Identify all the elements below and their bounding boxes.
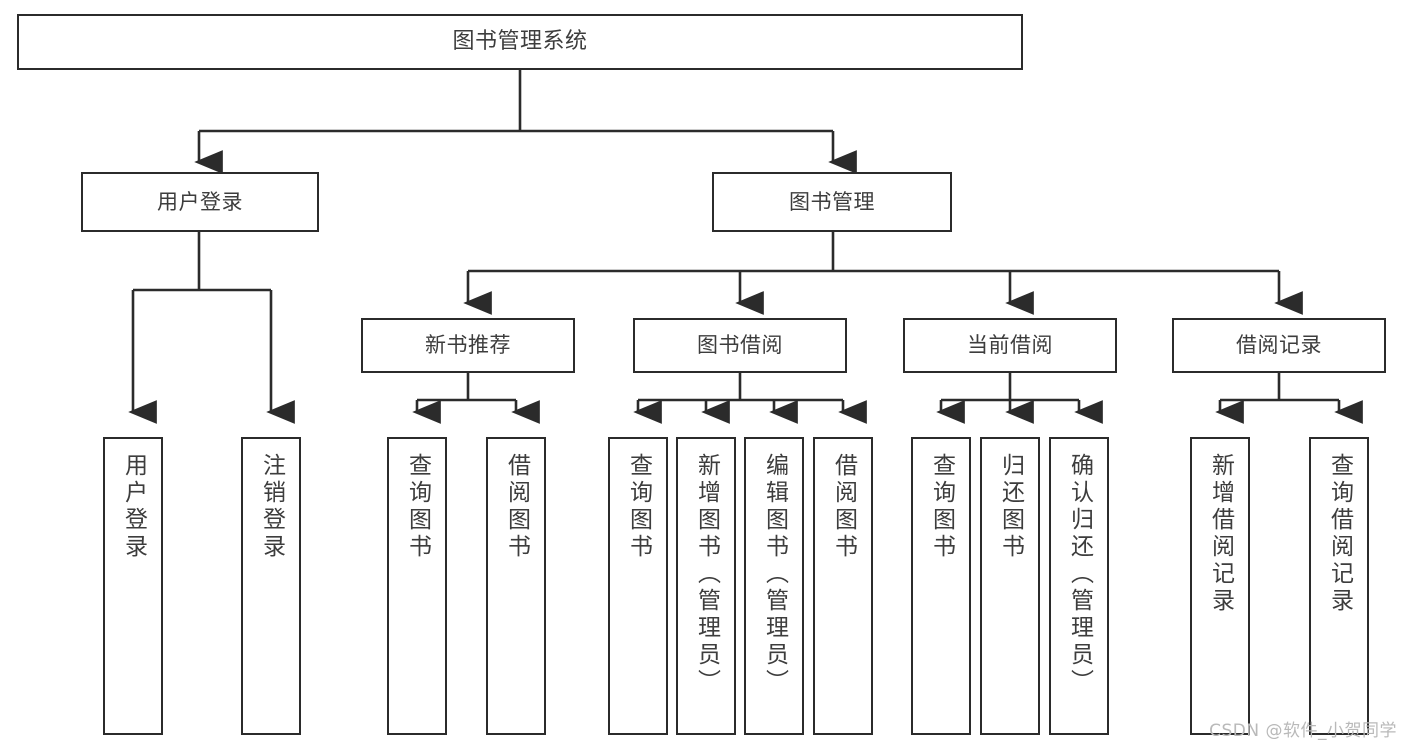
node-label: 新增借阅记录 <box>1207 453 1234 615</box>
node-label: 编辑图书（管理员） <box>761 453 788 696</box>
node-label: 查询图书 <box>404 453 431 561</box>
node-label: 借阅记录 <box>1236 333 1322 358</box>
node-label: 图书借阅 <box>697 333 783 358</box>
node-label: 用户登录 <box>120 453 147 561</box>
node-leaf-logout[interactable]: 注销登录 <box>241 437 301 735</box>
node-label: 确认归还（管理员） <box>1066 453 1093 696</box>
node-book-borrow[interactable]: 图书借阅 <box>633 318 847 373</box>
node-label: 归还图书 <box>997 453 1024 561</box>
node-leaf-add-book[interactable]: 新增图书（管理员） <box>676 437 736 735</box>
csdn-watermark: CSDN @软件_小贺同学 <box>1209 721 1397 741</box>
node-leaf-edit-book[interactable]: 编辑图书（管理员） <box>744 437 804 735</box>
node-user-login[interactable]: 用户登录 <box>81 172 319 232</box>
node-label: 借阅图书 <box>830 453 857 561</box>
node-label: 图书管理 <box>789 189 875 214</box>
node-label: 注销登录 <box>258 453 285 561</box>
node-label: 查询图书 <box>928 453 955 561</box>
node-label: 用户登录 <box>157 189 243 214</box>
node-leaf-query-borrow-record[interactable]: 查询借阅记录 <box>1309 437 1369 735</box>
node-leaf-add-borrow-record[interactable]: 新增借阅记录 <box>1190 437 1250 735</box>
node-label: 新增图书（管理员） <box>693 453 720 696</box>
node-leaf-query-book-b[interactable]: 查询图书 <box>608 437 668 735</box>
node-label: 当前借阅 <box>967 333 1053 358</box>
node-label: 新书推荐 <box>425 333 511 358</box>
node-borrow-record[interactable]: 借阅记录 <box>1172 318 1386 373</box>
node-leaf-query-book-a[interactable]: 查询图书 <box>387 437 447 735</box>
node-current-borrow[interactable]: 当前借阅 <box>903 318 1117 373</box>
node-label: 查询图书 <box>625 453 652 561</box>
node-leaf-borrow-book-b[interactable]: 借阅图书 <box>813 437 873 735</box>
node-root-system[interactable]: 图书管理系统 <box>17 14 1023 70</box>
node-label: 图书管理系统 <box>452 29 588 55</box>
node-label: 借阅图书 <box>503 453 530 561</box>
node-book-management[interactable]: 图书管理 <box>712 172 952 232</box>
node-leaf-user-login[interactable]: 用户登录 <box>103 437 163 735</box>
node-leaf-query-book-c[interactable]: 查询图书 <box>911 437 971 735</box>
node-new-book-recommend[interactable]: 新书推荐 <box>361 318 575 373</box>
node-leaf-return-book[interactable]: 归还图书 <box>980 437 1040 735</box>
node-leaf-confirm-return[interactable]: 确认归还（管理员） <box>1049 437 1109 735</box>
node-leaf-borrow-book-a[interactable]: 借阅图书 <box>486 437 546 735</box>
node-label: 查询借阅记录 <box>1326 453 1353 615</box>
